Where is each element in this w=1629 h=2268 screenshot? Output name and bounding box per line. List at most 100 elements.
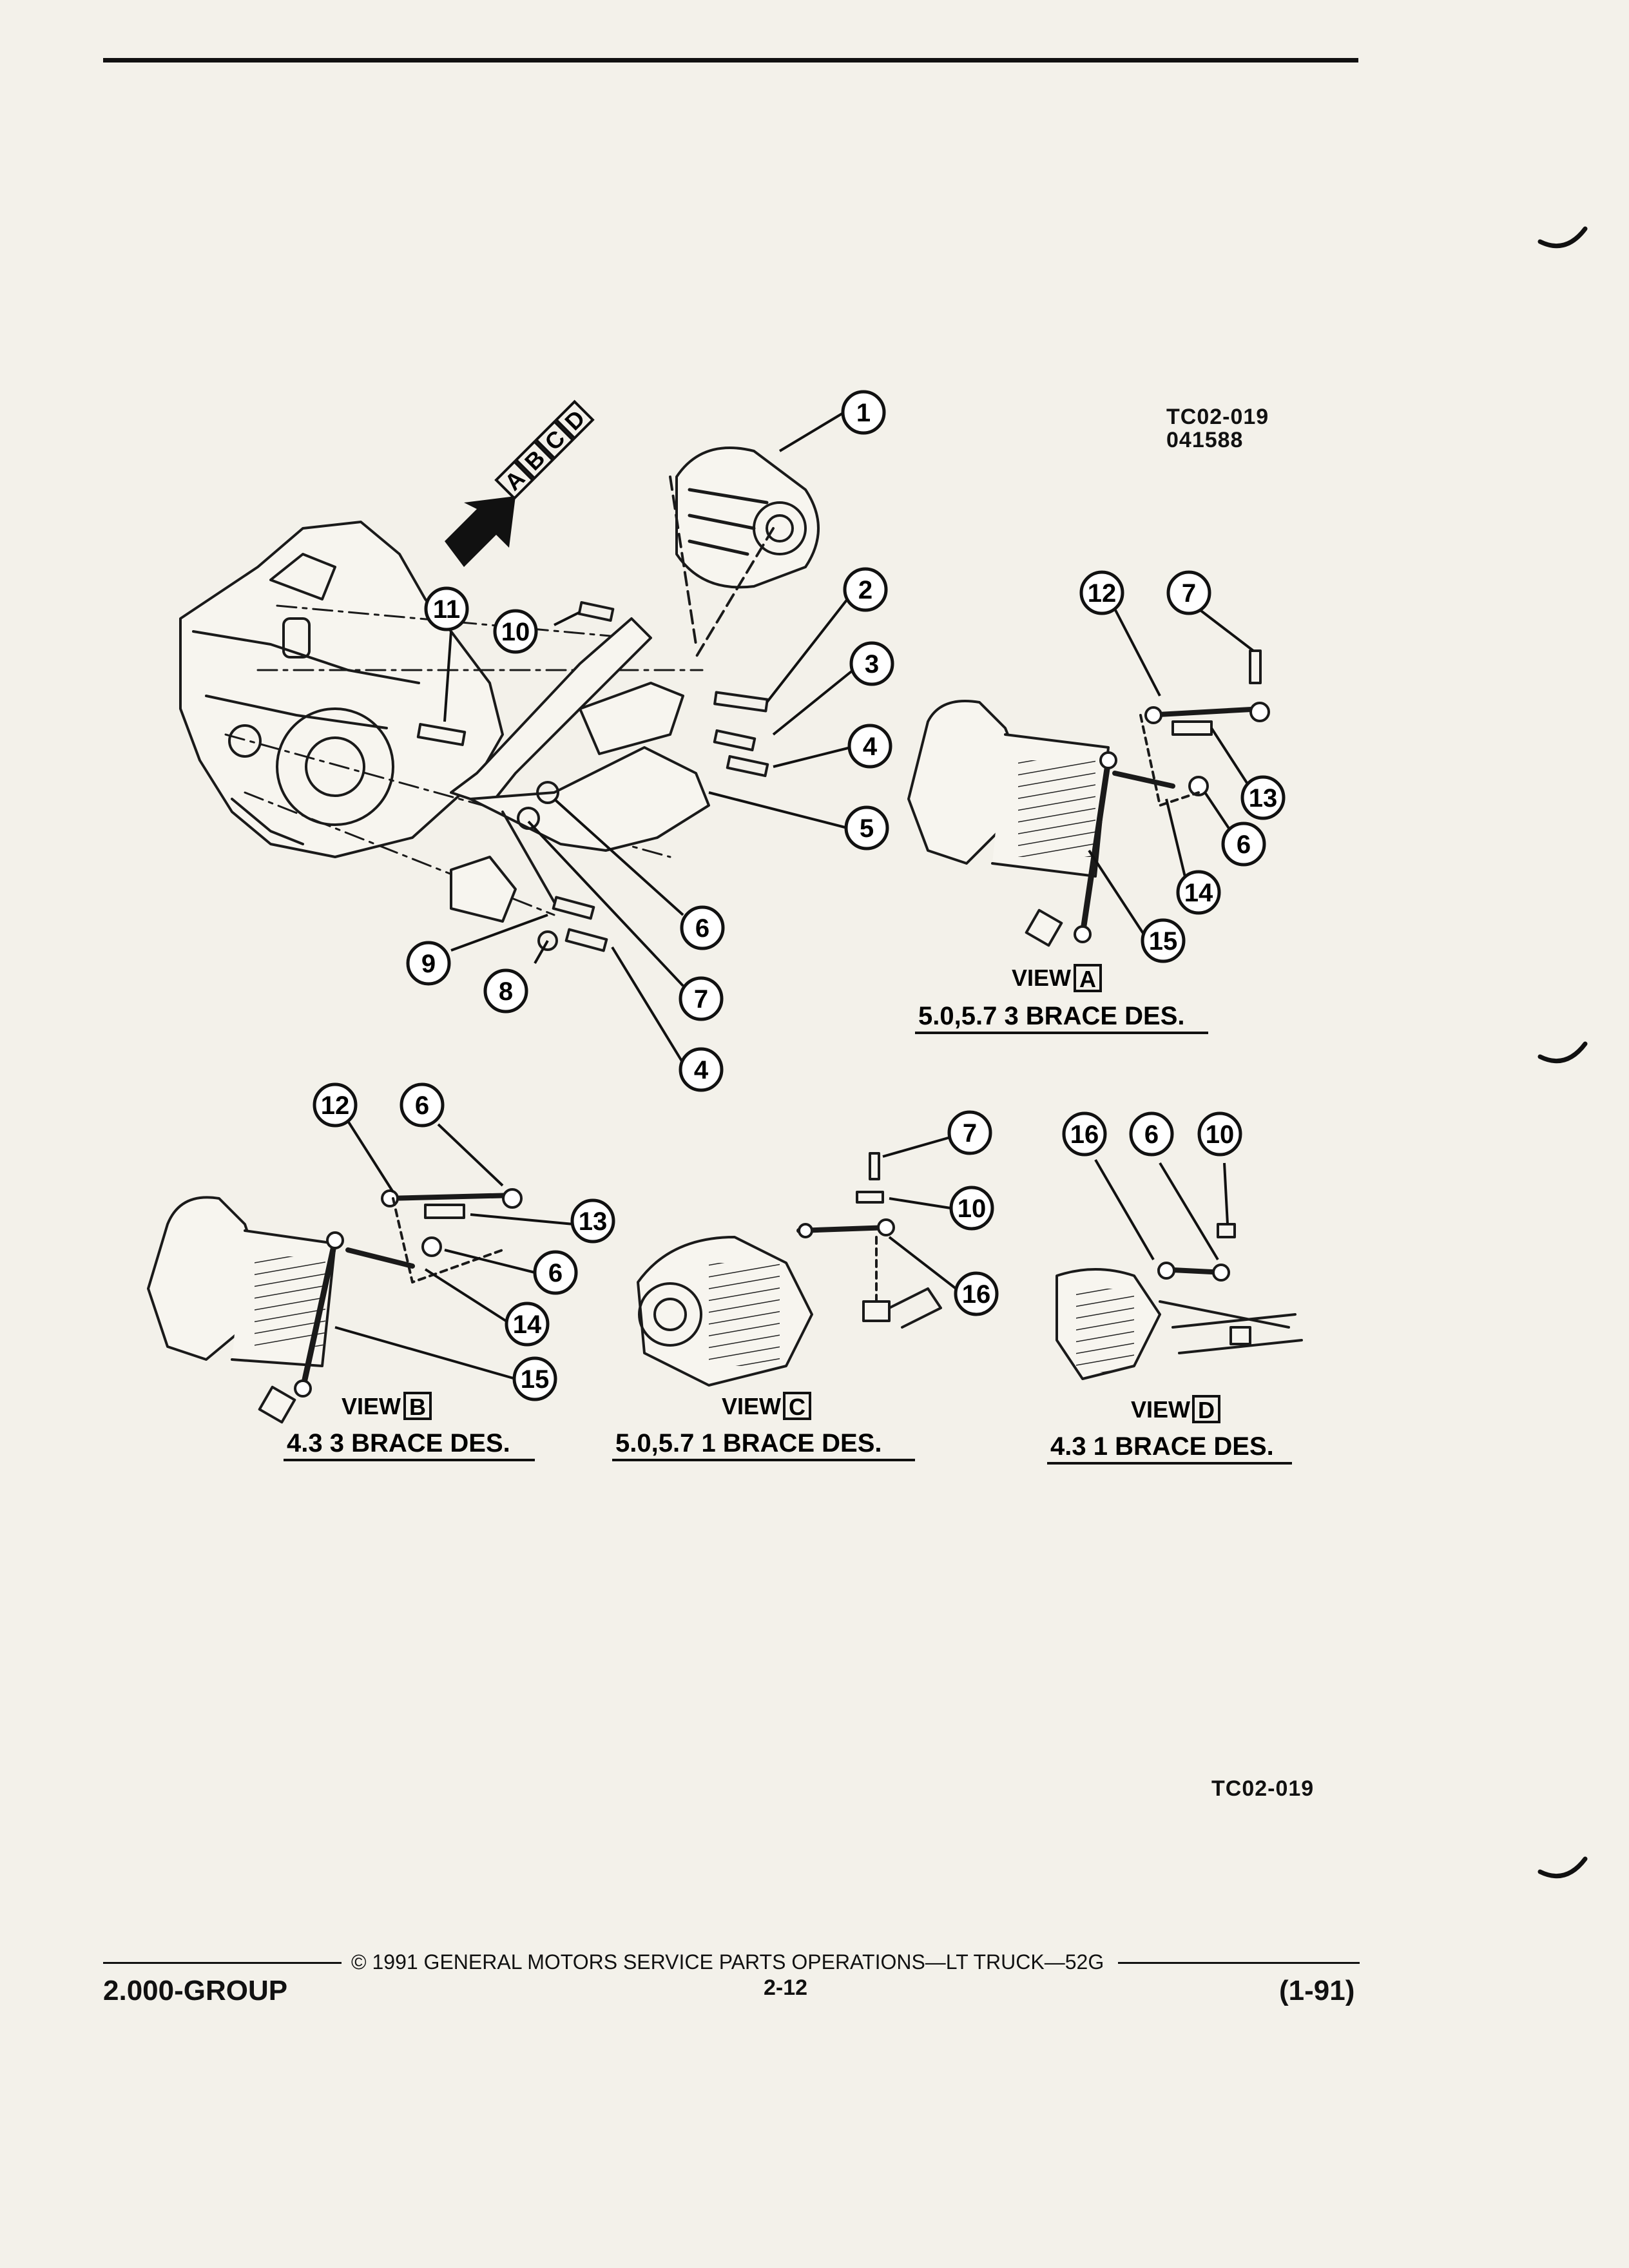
svg-text:7: 7	[1182, 579, 1196, 608]
svg-text:15: 15	[521, 1365, 550, 1394]
view-d-letter: D	[1198, 1397, 1215, 1423]
view-b-title: 4.3 3 BRACE DES.	[287, 1429, 510, 1457]
svg-text:10: 10	[1206, 1120, 1235, 1149]
view-b-drawing	[147, 1188, 523, 1424]
figure-date: 041588	[1166, 428, 1244, 452]
callout-1: 1	[841, 390, 886, 435]
view-d-caption: VIEW D 4.3 1 BRACE DES.	[1047, 1395, 1292, 1465]
callout-16-d: 16	[1062, 1111, 1107, 1157]
footer-revision: (1-91)	[1279, 1975, 1355, 2006]
svg-text:16: 16	[962, 1280, 991, 1309]
svg-text:3: 3	[865, 650, 879, 678]
view-c-drawing	[637, 1152, 942, 1387]
view-a-label: VIEW	[1012, 965, 1071, 991]
view-c-letter: C	[789, 1394, 805, 1420]
callout-13-a: 13	[1240, 775, 1286, 820]
view-c-label: VIEW	[722, 1393, 781, 1419]
svg-text:16: 16	[1070, 1120, 1099, 1149]
callout-6-b2: 6	[533, 1250, 578, 1295]
footer-rule-right	[1118, 1962, 1360, 1964]
view-d-drawing	[1055, 1223, 1303, 1380]
callout-markers: 1 2 3 4 5 6 7 8 9 4 10 11 12 7 13 6 14 1…	[313, 390, 1286, 1401]
svg-text:13: 13	[579, 1207, 608, 1236]
callout-6-a: 6	[1221, 822, 1266, 867]
view-a-caption: VIEW A 5.0,5.7 3 BRACE DES.	[915, 964, 1208, 1034]
view-b-leaders	[334, 1120, 574, 1380]
svg-text:7: 7	[963, 1119, 977, 1148]
svg-text:13: 13	[1249, 784, 1278, 812]
view-tags: A B C D	[494, 399, 595, 501]
svg-text:6: 6	[695, 914, 709, 943]
svg-text:6: 6	[548, 1259, 563, 1287]
main-assembly-drawing	[179, 447, 820, 952]
svg-text:8: 8	[499, 977, 513, 1006]
callout-14-a: 14	[1176, 870, 1221, 915]
view-d-title: 4.3 1 BRACE DES.	[1050, 1432, 1274, 1461]
svg-text:14: 14	[1184, 879, 1213, 907]
callout-11: 11	[424, 586, 469, 631]
bottom-figure-code: TC02-019	[1211, 1776, 1315, 1801]
callout-5: 5	[844, 805, 889, 850]
svg-text:1: 1	[856, 399, 871, 427]
figure-code: TC02-019	[1166, 405, 1269, 429]
view-c-title: 5.0,5.7 1 BRACE DES.	[615, 1429, 882, 1457]
view-a-drawing	[907, 649, 1270, 947]
svg-text:14: 14	[513, 1311, 542, 1339]
callout-7-main: 7	[679, 976, 724, 1021]
view-b-label: VIEW	[342, 1393, 401, 1419]
footer-copyright: © 1991 GENERAL MOTORS SERVICE PARTS OPER…	[351, 1950, 1104, 1974]
callout-12-b: 12	[313, 1082, 358, 1128]
svg-text:5: 5	[860, 814, 874, 843]
callout-12-a: 12	[1079, 570, 1124, 615]
view-b-caption: VIEW B 4.3 3 BRACE DES.	[284, 1392, 535, 1461]
callout-9: 9	[406, 941, 451, 986]
callout-14-b: 14	[505, 1302, 550, 1347]
callout-4-lower: 4	[679, 1047, 724, 1092]
callout-4-upper: 4	[847, 724, 892, 769]
footer-page-number: 2-12	[764, 1975, 808, 2000]
callout-10-d: 10	[1197, 1111, 1242, 1157]
view-a-leaders	[1088, 608, 1255, 936]
callout-10-main: 10	[493, 609, 538, 654]
svg-text:6: 6	[415, 1091, 429, 1120]
view-d-label: VIEW	[1131, 1396, 1190, 1423]
callout-8: 8	[483, 968, 528, 1014]
svg-text:10: 10	[501, 618, 530, 646]
svg-text:6: 6	[1144, 1120, 1159, 1149]
callout-15-a: 15	[1141, 918, 1186, 963]
callout-2: 2	[843, 567, 888, 612]
svg-text:4: 4	[694, 1056, 709, 1084]
callout-6-d: 6	[1129, 1111, 1174, 1157]
view-b-letter: B	[409, 1394, 426, 1420]
callout-6-main: 6	[680, 905, 725, 950]
callout-6-b: 6	[400, 1082, 445, 1128]
view-c-leaders	[882, 1136, 961, 1293]
svg-text:7: 7	[694, 985, 708, 1014]
svg-text:12: 12	[321, 1091, 350, 1120]
callout-7-c: 7	[947, 1110, 992, 1155]
view-c-caption: VIEW C 5.0,5.7 1 BRACE DES.	[612, 1392, 915, 1461]
svg-text:11: 11	[433, 595, 460, 624]
svg-text:9: 9	[421, 950, 436, 978]
svg-text:2: 2	[858, 576, 872, 604]
svg-text:6: 6	[1237, 831, 1251, 859]
svg-text:4: 4	[863, 733, 878, 761]
footer-rule-left	[103, 1962, 342, 1964]
callout-16-c: 16	[954, 1271, 999, 1316]
view-d-leaders	[1094, 1158, 1229, 1261]
svg-text:15: 15	[1149, 927, 1178, 956]
svg-text:10: 10	[958, 1195, 987, 1223]
callout-7-a: 7	[1166, 570, 1211, 615]
view-a-title: 5.0,5.7 3 BRACE DES.	[918, 1002, 1185, 1030]
callout-15-b: 15	[512, 1356, 557, 1401]
binder-marks	[1537, 226, 1588, 1879]
main-leaders	[443, 411, 858, 1064]
svg-text:12: 12	[1088, 579, 1117, 608]
callout-10-c: 10	[949, 1186, 994, 1231]
footer-group: 2.000-GROUP	[103, 1975, 288, 2006]
top-rule	[103, 58, 1358, 62]
callout-3: 3	[849, 641, 894, 686]
callout-13-b: 13	[570, 1198, 615, 1244]
